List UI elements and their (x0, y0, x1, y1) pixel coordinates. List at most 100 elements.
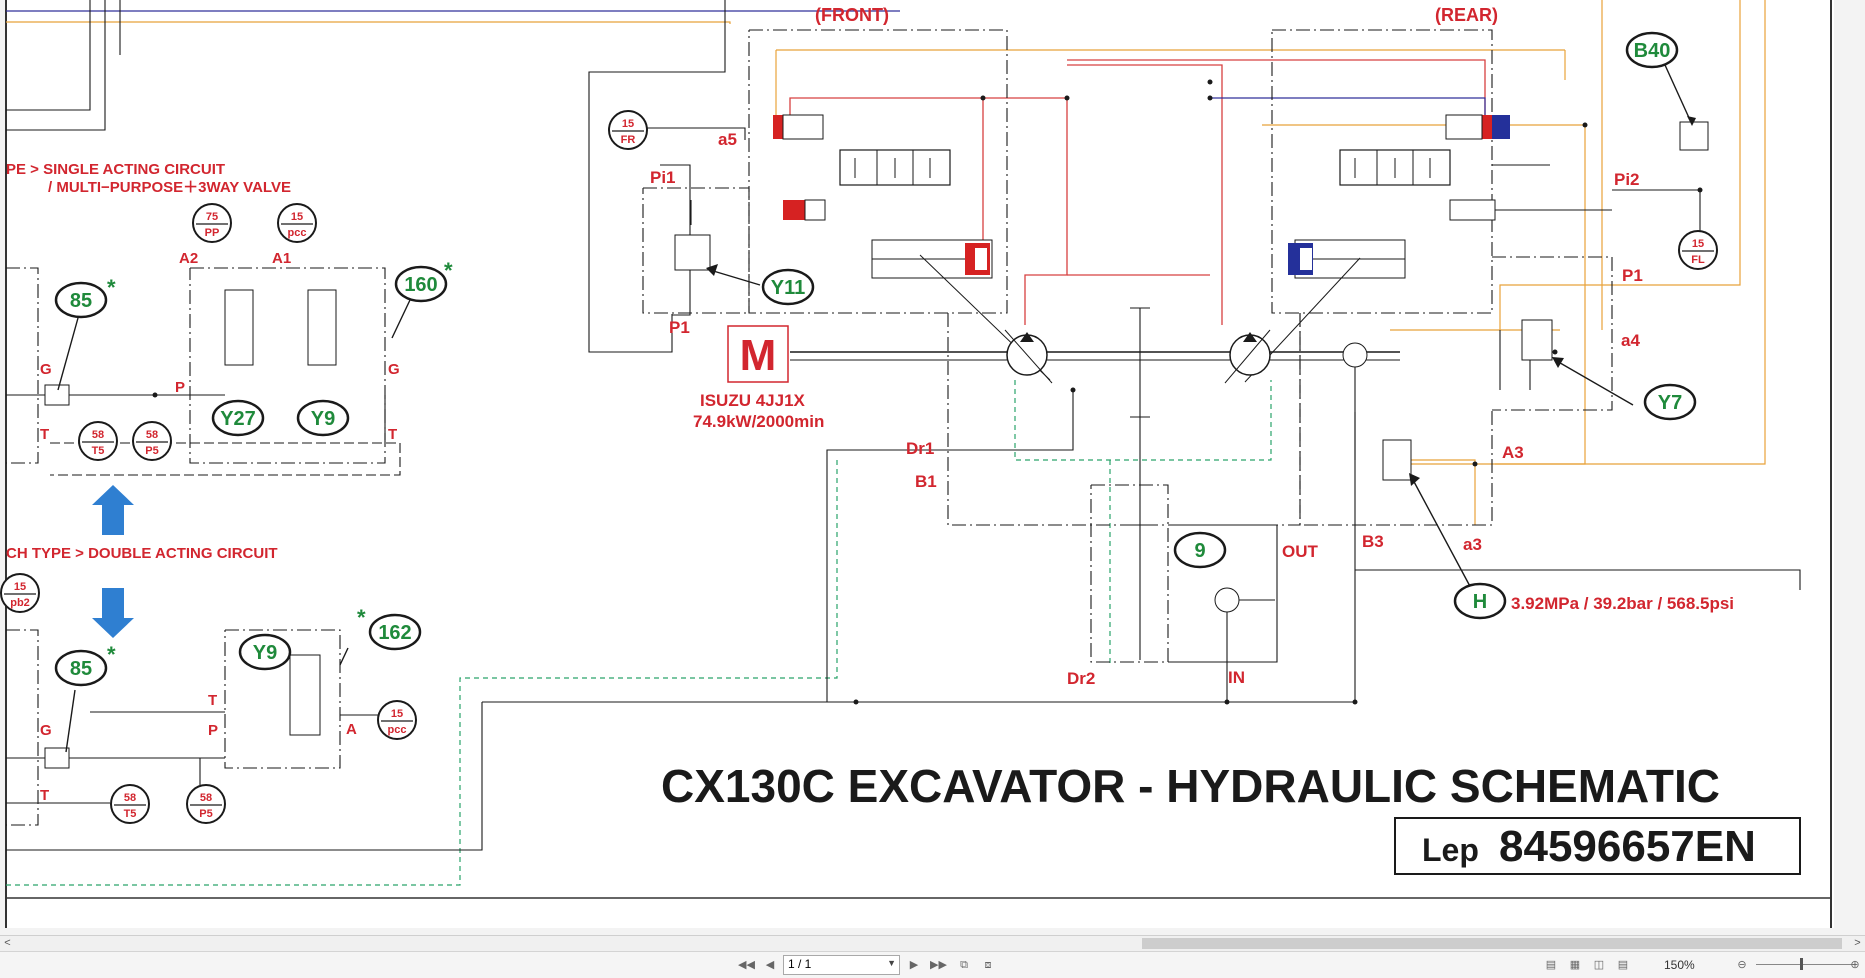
port-a3: a3 (1463, 535, 1482, 554)
front-control-valve (773, 114, 1051, 381)
port-t-1: T (40, 426, 49, 443)
component-y27: Y27 (220, 408, 256, 430)
horizontal-scrollbar[interactable]: < > (0, 935, 1865, 951)
component-160: 160 (404, 274, 437, 296)
port-p-1: P (175, 379, 185, 396)
front-label: (FRONT) (815, 5, 889, 25)
tag-pcc-num: 15 (291, 211, 303, 223)
engine-box (727, 325, 789, 383)
pilot-lines (6, 0, 1766, 525)
solenoid-valves (44, 121, 1709, 769)
tag-dividers (4, 130, 1714, 806)
port-b1: B1 (915, 472, 937, 491)
component-85-b: 85 (70, 658, 92, 680)
continuous-view-icon[interactable]: ▦ (1569, 959, 1581, 971)
port-a1: A1 (272, 250, 291, 267)
zoom-level: 150% (1664, 958, 1695, 972)
engine-model: ISUZU 4JJ1X (700, 391, 806, 410)
tag-pp-num: 75 (206, 211, 218, 223)
asterisk-160: * (444, 258, 453, 283)
port-b3: B3 (1362, 532, 1384, 551)
rotate-page-icon[interactable]: ⧈ (984, 959, 992, 971)
junction-dots (152, 79, 1703, 705)
port-g-1: G (40, 361, 52, 378)
schematic-title: CX130C EXCAVATOR - HYDRAULIC SCHEMATIC (661, 760, 1720, 812)
tag-p5-code: P5 (145, 445, 158, 457)
port-dr1: Dr1 (906, 439, 934, 458)
tag-t5b-code: T5 (124, 808, 137, 820)
tag-fl-num: 15 (1692, 238, 1704, 250)
scroll-thumb[interactable] (1142, 938, 1842, 949)
tag-pcc-code: pcc (288, 227, 307, 239)
page-input[interactable] (784, 956, 882, 972)
component-h: H (1473, 591, 1487, 613)
tag-fr-num: 15 (622, 118, 634, 130)
return-lines (6, 10, 1486, 120)
tag-fr-code: FR (621, 134, 636, 146)
split-view-icon[interactable]: ▤ (1617, 959, 1629, 971)
port-p1-left: P1 (669, 318, 690, 337)
zoom-out-icon[interactable]: ⊖ (1737, 959, 1747, 971)
asterisk-85-a: * (107, 275, 116, 300)
component-y11: Y11 (771, 277, 805, 299)
port-p-2: P (208, 722, 218, 739)
component-162: 162 (378, 622, 411, 644)
relief-pressure: 3.92MPa / 39.2bar / 568.5psi (1511, 594, 1734, 613)
first-page-icon[interactable]: ◀◀ (738, 959, 755, 971)
tag-pcc2-code: pcc (388, 724, 407, 736)
section-single-acting-sub: / MULTI−PURPOSE＋3WAY VALVE (48, 179, 291, 196)
zoom-in-icon[interactable]: ⊕ (1850, 959, 1860, 971)
hydraulic-schematic: 85 160 85 162 Y27 Y9 Y9 Y11 Y7 B40 9 H *… (0, 0, 1834, 928)
page-selector[interactable]: ▼ (783, 955, 900, 975)
two-page-view-icon[interactable]: ◫ (1593, 959, 1605, 971)
component-y9-a: Y9 (311, 408, 335, 430)
tag-p5b-code: P5 (199, 808, 212, 820)
engine-symbol: M (740, 331, 777, 380)
asterisk-85-b: * (107, 642, 116, 667)
next-page-icon[interactable]: ▶ (909, 959, 919, 971)
direction-arrows (92, 485, 134, 638)
viewer-toolbar: ◀◀ ◀ ▼ ▶ ▶▶ ⧉ ⧈ ▤ ▦ ◫ ▤ 150% ⊖ ⊕ (0, 951, 1865, 978)
tag-pb2-num: 15 (14, 581, 26, 593)
drain-lines (6, 380, 1272, 886)
tag-p5-num: 58 (146, 429, 158, 441)
tag-pp-code: PP (205, 227, 220, 239)
port-A3: A3 (1502, 443, 1524, 462)
tag-p5b-num: 58 (200, 792, 212, 804)
document-viewport: 85 160 85 162 Y27 Y9 Y9 Y11 Y7 B40 9 H *… (0, 0, 1865, 935)
port-pi2: Pi2 (1614, 170, 1640, 189)
lep-prefix: Lep (1422, 832, 1479, 868)
last-page-icon[interactable]: ▶▶ (930, 959, 947, 971)
port-a2: A2 (179, 250, 198, 267)
component-y7: Y7 (1658, 392, 1682, 414)
port-t-4: T (208, 692, 217, 709)
prev-page-icon[interactable]: ◀ (765, 959, 775, 971)
port-a5: a5 (718, 130, 737, 149)
component-85-a: 85 (70, 290, 92, 312)
engine-power: 74.9kW/2000min (693, 412, 824, 431)
main-lines (6, 0, 1801, 851)
tag-t5-num: 58 (92, 429, 104, 441)
port-pi1: Pi1 (650, 168, 676, 187)
hydraulic-pumps (1004, 329, 1368, 613)
single-page-view-icon[interactable]: ▤ (1545, 959, 1557, 971)
scroll-left-icon[interactable]: < (4, 937, 11, 949)
port-a4: a4 (1621, 331, 1640, 350)
port-dr2: Dr2 (1067, 669, 1095, 688)
chevron-down-icon[interactable]: ▼ (887, 958, 896, 968)
port-g-3: G (40, 722, 52, 739)
leader-lines (57, 64, 1691, 753)
tag-t5b-num: 58 (124, 792, 136, 804)
scroll-right-icon[interactable]: > (1854, 937, 1861, 949)
port-g-2: G (388, 361, 400, 378)
copy-page-icon[interactable]: ⧉ (960, 959, 968, 971)
lep-number: 84596657EN (1499, 822, 1756, 871)
component-9: 9 (1194, 540, 1205, 562)
tag-pb2-code: pb2 (10, 597, 30, 609)
section-double-acting: CH TYPE > DOUBLE ACTING CIRCUIT (6, 545, 278, 562)
tag-pcc2-num: 15 (391, 708, 403, 720)
zoom-slider-thumb[interactable] (1800, 958, 1803, 970)
zoom-slider[interactable] (1756, 964, 1856, 965)
port-out: OUT (1282, 542, 1319, 561)
port-t-3: T (40, 787, 49, 804)
